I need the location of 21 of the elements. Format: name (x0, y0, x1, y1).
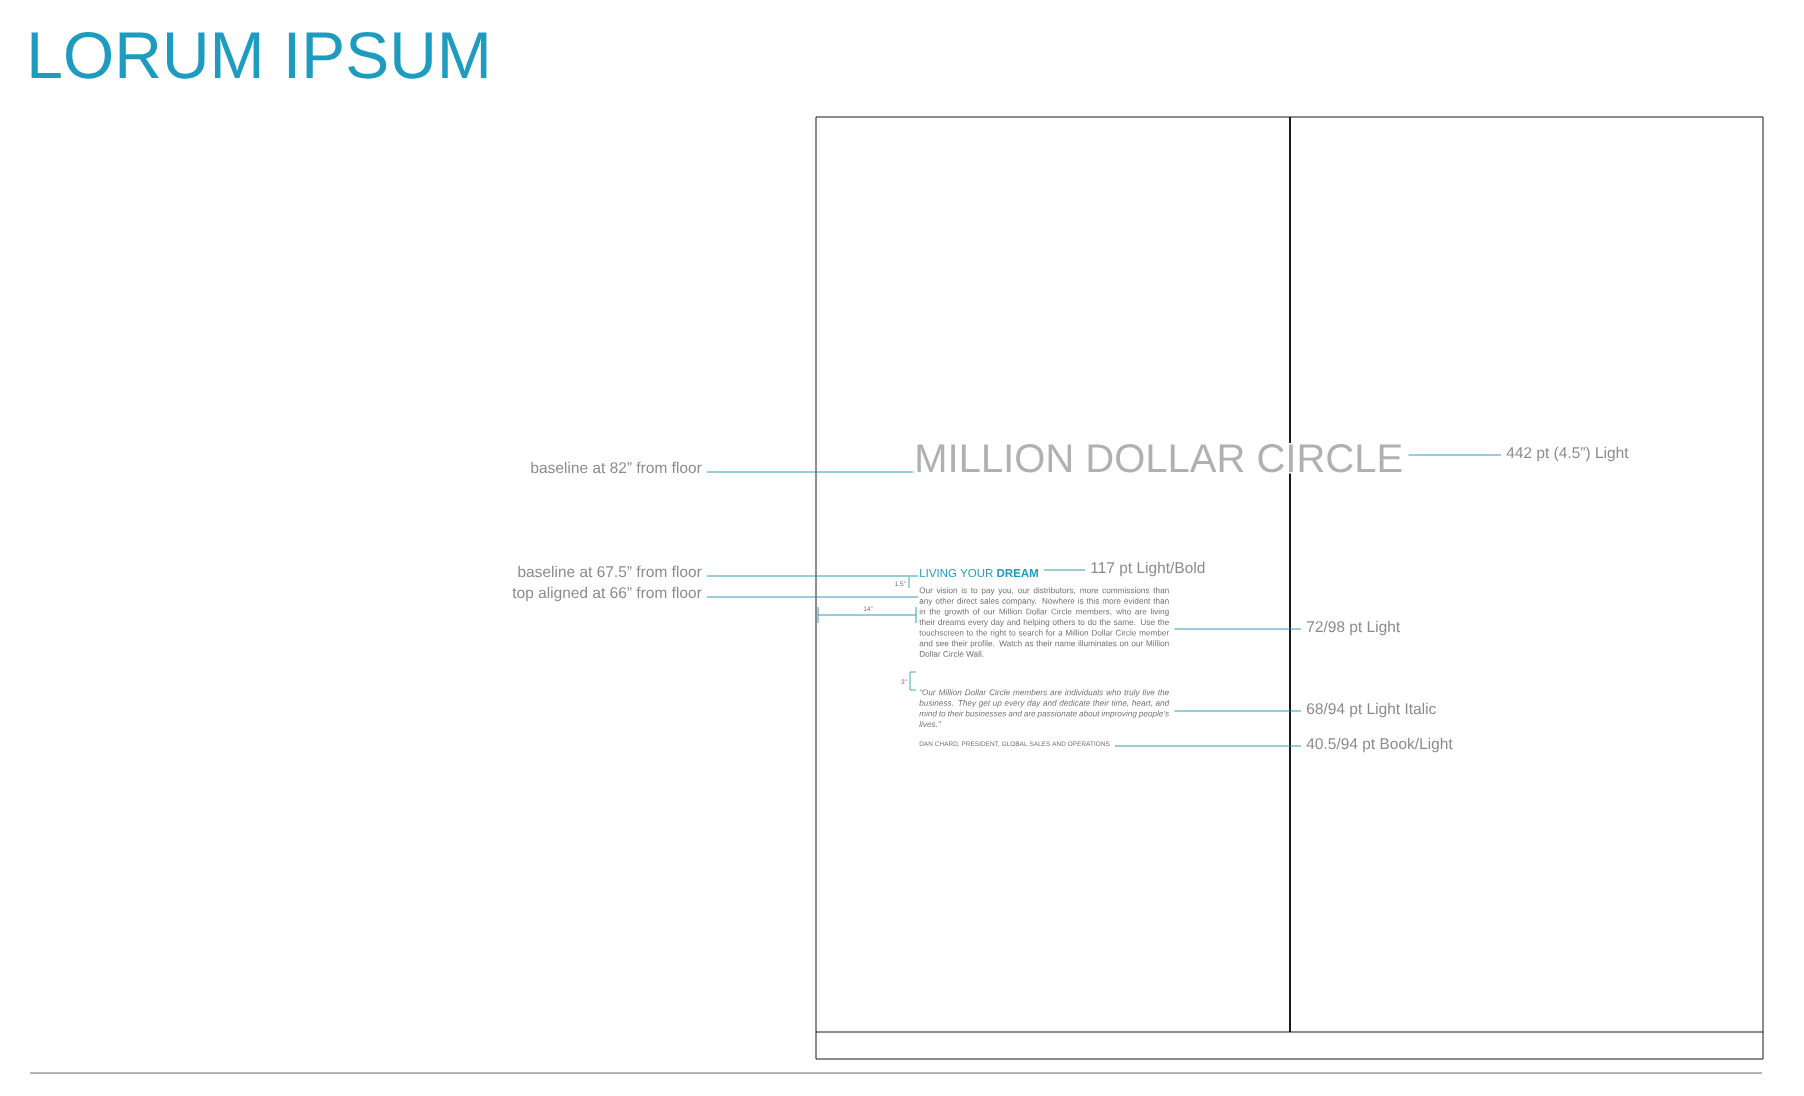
annotation-label: baseline at 82” from floor (531, 461, 702, 474)
body-paragraph: Our vision is to pay you, our distributors, more commissions than any other direct sales company. Nowhere is this more evident than in the growth of our Million Dollar Circle members, who are living their dreams every day and helping others to do the same. Use the touchscreen to the right to search for a Million Dollar Circle member and see their profile. Watch as their name illuminates on our Million Dollar Circle Wall. (919, 587, 1170, 657)
annotation-label: top aligned at 66” from floor (512, 586, 702, 602)
leader-line (706, 596, 919, 598)
heading-text: MILLION DOLLAR CIRCLE (913, 443, 1405, 474)
leader-line (1408, 454, 1502, 456)
page-title: LORUM IPSUM (31, 31, 487, 79)
subheading-text: LIVING YOUR DREAM (920, 569, 1038, 578)
annotation-label: 442 pt (4.5”) Light (1506, 446, 1629, 462)
leader-line (706, 575, 919, 577)
annotation-label: 68/94 pt Light Italic (1307, 702, 1436, 718)
leader-line (1173, 710, 1302, 712)
annotation-label: 40.5/94 pt Book/Light (1306, 737, 1453, 753)
leader-line (1043, 569, 1086, 571)
annotation-label: 72/98 pt Light (1307, 620, 1400, 636)
annotation-label: 117 pt Light/Bold (1091, 561, 1205, 577)
leader-line (706, 471, 914, 473)
annotation-label: baseline at 67.5” from floor (518, 565, 702, 578)
quote-text: “Our Million Dollar Circle members are individuals who truly live the business. They get up every day and dedicate their time, heart, and mind to their businesses and are passionate about improving people’s lives.” (919, 689, 1170, 728)
leader-line (1114, 745, 1302, 747)
leader-line (1173, 628, 1302, 630)
